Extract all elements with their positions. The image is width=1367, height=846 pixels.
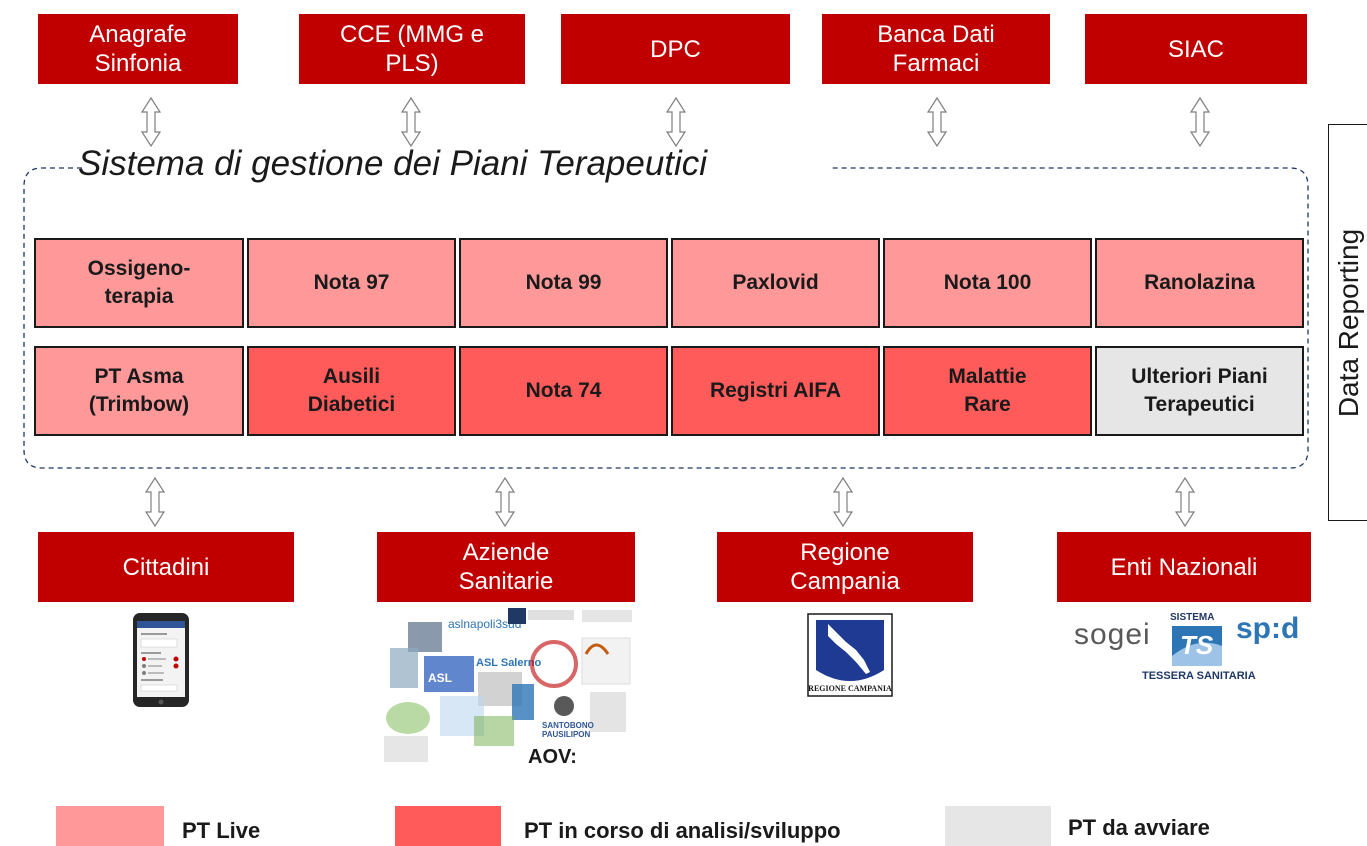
ts-logo-text: TS xyxy=(1180,630,1214,660)
legend-label-live: PT Live xyxy=(182,818,261,843)
legend-swatch-todo xyxy=(945,806,1051,846)
double-arrow-icon xyxy=(1174,476,1196,528)
data-reporting-panel: Data Reporting xyxy=(1328,124,1367,521)
system-cce: CCE (MMG e PLS) xyxy=(299,14,525,84)
pt-tile-label: Ossigeno-terapia xyxy=(87,257,191,308)
pt-tile: Ossigeno-terapia xyxy=(34,238,244,328)
system-title: Sistema di gestione dei Piani Terapeutic… xyxy=(78,144,708,183)
pt-tile-label: Ulteriori Piani Terapeutici xyxy=(1131,365,1268,416)
actor-label: Aziende Sanitarie xyxy=(458,539,554,595)
double-arrow-icon xyxy=(144,476,166,528)
system-frame xyxy=(23,167,1309,469)
svg-text:ASL: ASL xyxy=(428,671,452,685)
pt-tile-label: Nota 100 xyxy=(943,271,1032,294)
tessera-sanitaria-logo xyxy=(1172,626,1222,666)
pt-tile: Ranolazina xyxy=(1095,238,1304,328)
system-label: DPC xyxy=(650,35,701,63)
svg-text:PAUSILIPON: PAUSILIPON xyxy=(542,730,591,739)
actor-label: Cittadini xyxy=(122,553,210,581)
sistema-logo-text: SISTEMA xyxy=(1170,612,1215,623)
system-label: Anagrafe Sinfonia xyxy=(89,21,187,77)
pt-tile-label: Ausili Diabetici xyxy=(307,365,396,416)
pt-tile-label: Ranolazina xyxy=(1144,271,1255,294)
double-arrow-icon xyxy=(140,96,162,148)
legend-label-dev: PT in corso di analisi/sviluppo xyxy=(524,818,841,843)
pt-tile-label: Registri AIFA xyxy=(709,379,842,402)
pt-tile: Paxlovid xyxy=(671,238,880,328)
regione-campania-logo-text: REGIONE CAMPANIA xyxy=(808,684,892,693)
pt-tile: Malattie Rare xyxy=(883,346,1092,436)
double-arrow-icon xyxy=(400,96,422,148)
legend-swatch-dev xyxy=(395,806,501,846)
system-banca-dati-farmaci: Banca Dati Farmaci xyxy=(822,14,1050,84)
pt-tile: Ausili Diabetici xyxy=(247,346,456,436)
svg-text:ASL Salerno: ASL Salerno xyxy=(476,657,541,669)
double-arrow-icon xyxy=(665,96,687,148)
system-siac: SIAC xyxy=(1085,14,1307,84)
system-dpc: DPC xyxy=(561,14,790,84)
system-anagrafe-sinfonia: Anagrafe Sinfonia xyxy=(38,14,238,84)
pt-tile: Ulteriori Piani Terapeutici xyxy=(1095,346,1304,436)
legend-swatch-live xyxy=(56,806,164,846)
system-label: SIAC xyxy=(1167,35,1224,63)
double-arrow-icon xyxy=(926,96,948,148)
pt-tile-label: Malattie Rare xyxy=(948,365,1027,416)
actor-label: Enti Nazionali xyxy=(1110,553,1258,581)
spid-logo: sp:d xyxy=(1236,612,1300,645)
system-label: CCE (MMG e PLS) xyxy=(340,21,484,77)
actor-enti-nazionali: Enti Nazionali xyxy=(1057,532,1311,602)
pt-tile: Nota 100 xyxy=(883,238,1092,328)
aziende-sanitarie-logos-image: aslnapoli3sud ASL ASL Salerno SANTOBONO … xyxy=(384,608,632,766)
aov-logo-text: AOV: xyxy=(528,746,577,766)
actor-cittadini: Cittadini xyxy=(38,532,294,602)
actor-aziende-sanitarie: Aziende Sanitarie xyxy=(377,532,635,602)
pt-tile-label: Nota 99 xyxy=(525,271,602,294)
pt-tile: Nota 99 xyxy=(459,238,668,328)
pt-tile-label: Nota 97 xyxy=(313,271,390,294)
actor-label: Regione Campania xyxy=(790,539,900,595)
pt-tile: Registri AIFA xyxy=(671,346,880,436)
actor-regione-campania: Regione Campania xyxy=(717,532,973,602)
pt-tile: Nota 97 xyxy=(247,238,456,328)
system-label: Banca Dati Farmaci xyxy=(877,21,995,77)
aslnapoli-logo-text: aslnapoli3sud xyxy=(448,617,521,631)
tessera-sanitaria-text: TESSERA SANITARIA xyxy=(1142,670,1256,682)
double-arrow-icon xyxy=(832,476,854,528)
double-arrow-icon xyxy=(494,476,516,528)
regione-campania-logo xyxy=(807,613,893,697)
legend-label-todo: PT da avviare xyxy=(1068,815,1210,840)
double-arrow-icon xyxy=(1189,96,1211,148)
sogei-logo: sogei xyxy=(1074,618,1151,651)
smartphone-app-image xyxy=(133,613,189,707)
pt-tile-label: PT Asma (Trimbow) xyxy=(88,365,190,416)
data-reporting-label: Data Reporting xyxy=(1332,228,1364,417)
pt-tile: PT Asma (Trimbow) xyxy=(34,346,244,436)
pt-tile-label: Nota 74 xyxy=(525,379,602,402)
svg-text:SANTOBONO: SANTOBONO xyxy=(542,721,594,730)
pt-tile: Nota 74 xyxy=(459,346,668,436)
pt-tile-label: Paxlovid xyxy=(732,271,819,294)
